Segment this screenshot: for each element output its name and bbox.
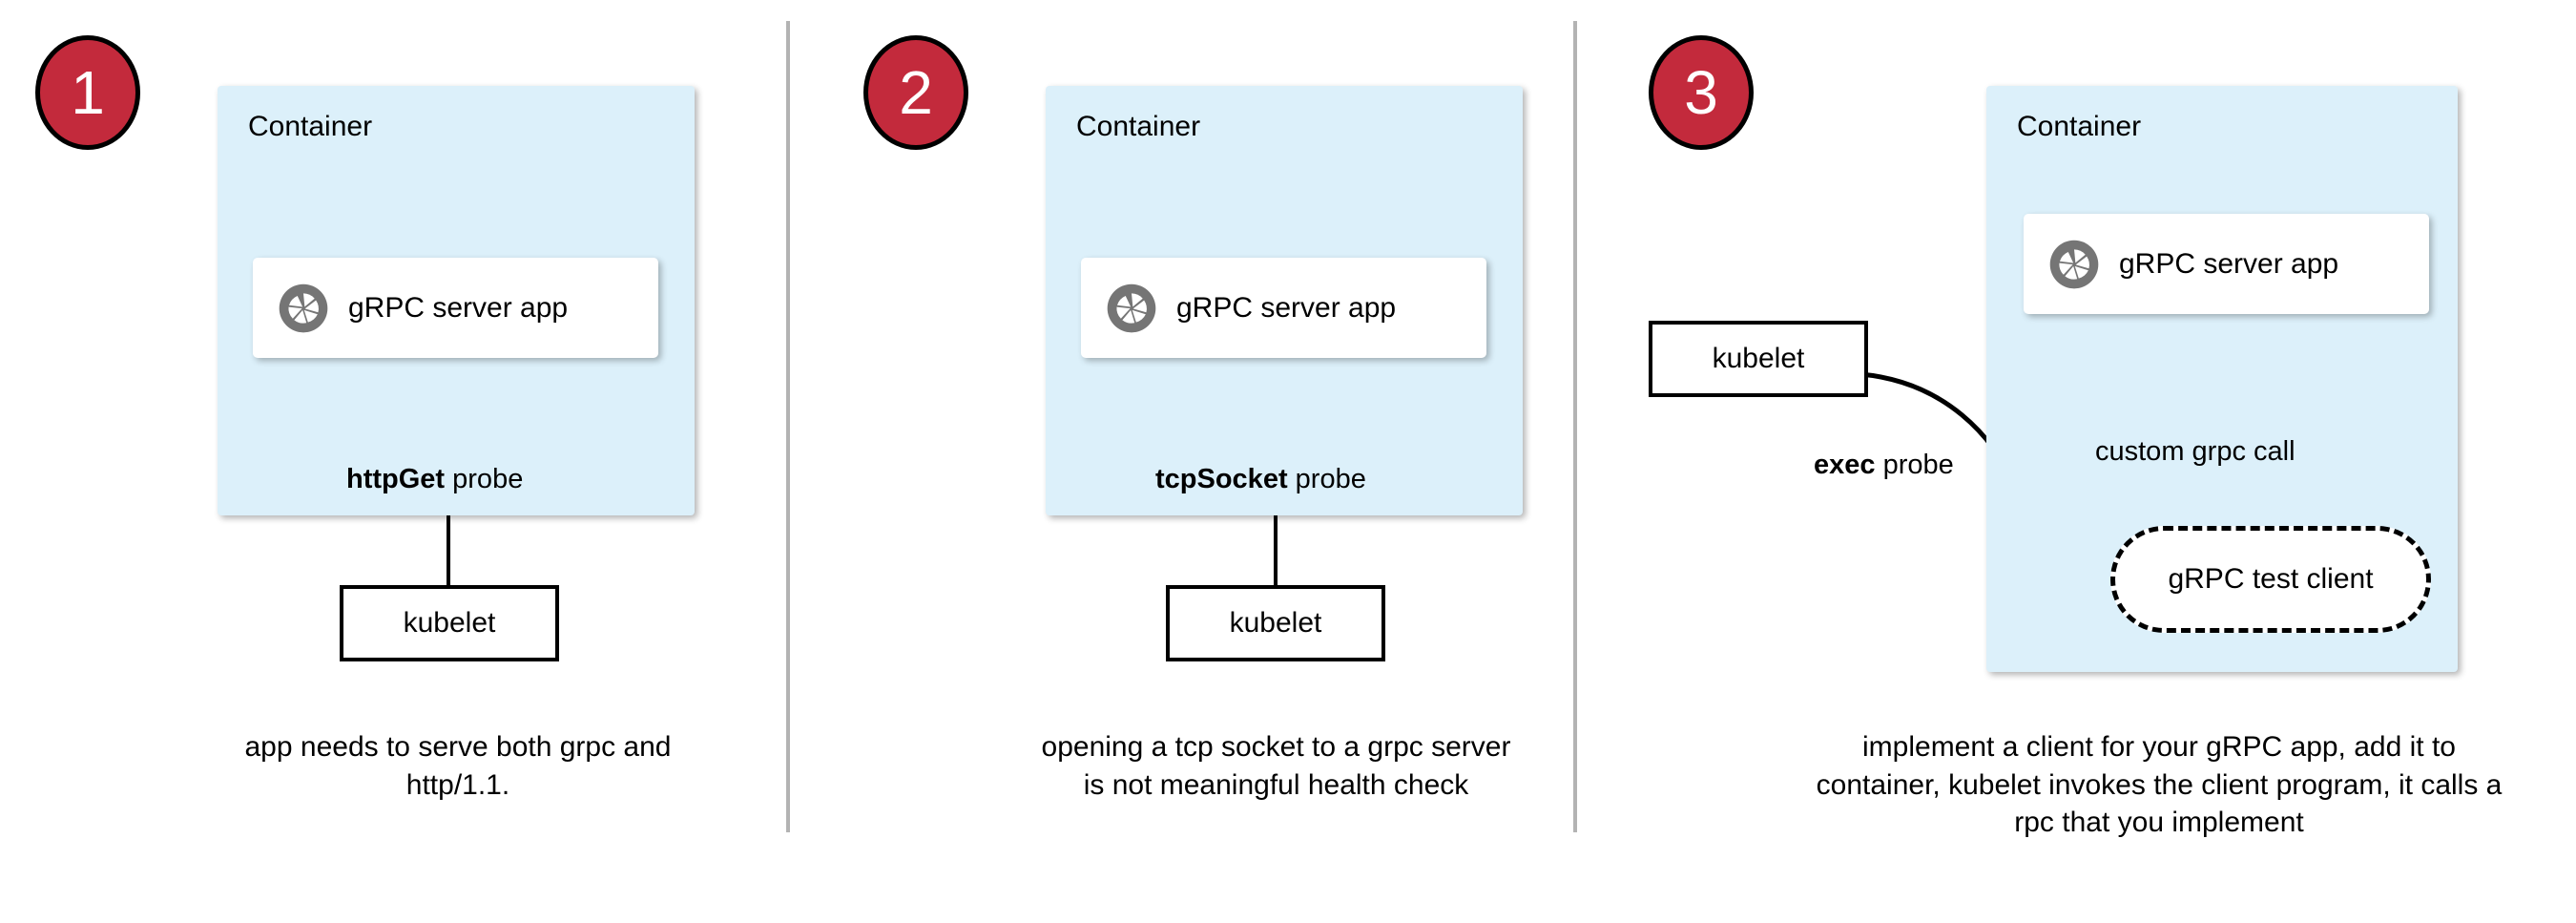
probe-label-rest-2: probe bbox=[1287, 464, 1366, 494]
panel-1: 1 Container gRPC server app bbox=[0, 0, 786, 923]
kubelet-label-2: kubelet bbox=[1229, 607, 1322, 639]
grpc-server-app-card-1: gRPC server app bbox=[253, 258, 658, 358]
kubelet-label-1: kubelet bbox=[403, 607, 496, 639]
panel-2: 2 Container gRPC server app bbox=[790, 0, 1573, 923]
probe-label-bold-2: tcpSocket bbox=[1155, 464, 1288, 494]
grpc-server-app-card-2: gRPC server app bbox=[1081, 258, 1486, 358]
exec-probe-label-bold: exec bbox=[1814, 450, 1876, 480]
step-badge-2: 2 bbox=[863, 35, 968, 150]
kubelet-box-3: kubelet bbox=[1649, 321, 1868, 397]
grpc-aperture-icon bbox=[278, 283, 329, 334]
panel-divider-2 bbox=[1573, 21, 1577, 832]
probe-label-2: tcpSocket probe bbox=[1155, 464, 1366, 495]
panel-caption-3: implement a client for your gRPC app, ad… bbox=[1816, 731, 2503, 839]
panel-caption-1: app needs to serve both grpc and http/1.… bbox=[244, 731, 672, 801]
kubelet-box-2: kubelet bbox=[1166, 585, 1385, 661]
grpc-aperture-icon bbox=[2048, 239, 2100, 290]
exec-probe-label-rest: probe bbox=[1875, 450, 1954, 480]
panel-caption-2: opening a tcp socket to a grpc server is… bbox=[1041, 731, 1511, 801]
panel-3: 3 Container gRPC server app bbox=[1577, 0, 2576, 923]
exec-probe-label: exec probe bbox=[1814, 450, 1954, 481]
step-badge-1: 1 bbox=[35, 35, 140, 150]
grpc-server-app-label-1: gRPC server app bbox=[348, 291, 569, 324]
probe-label-bold-1: httpGet bbox=[346, 464, 446, 494]
grpc-test-client-label: gRPC test client bbox=[2168, 563, 2374, 595]
grpc-server-app-label-3: gRPC server app bbox=[2119, 247, 2339, 280]
kubelet-label-3: kubelet bbox=[1712, 343, 1805, 374]
panel-divider-1 bbox=[786, 21, 790, 832]
container-label-1: Container bbox=[248, 111, 373, 142]
step-badge-3: 3 bbox=[1649, 35, 1754, 150]
grpc-server-app-label-2: gRPC server app bbox=[1176, 291, 1397, 324]
grpc-server-app-card-3: gRPC server app bbox=[2024, 214, 2429, 314]
grpc-test-client-node: gRPC test client bbox=[2110, 526, 2431, 633]
probe-label-1: httpGet probe bbox=[346, 464, 523, 495]
custom-grpc-call-label: custom grpc call bbox=[2095, 436, 2296, 467]
probe-label-rest-1: probe bbox=[445, 464, 524, 494]
grpc-aperture-icon bbox=[1106, 283, 1157, 334]
container-label-3: Container bbox=[2017, 111, 2142, 142]
kubelet-box-1: kubelet bbox=[340, 585, 559, 661]
container-label-2: Container bbox=[1076, 111, 1201, 142]
